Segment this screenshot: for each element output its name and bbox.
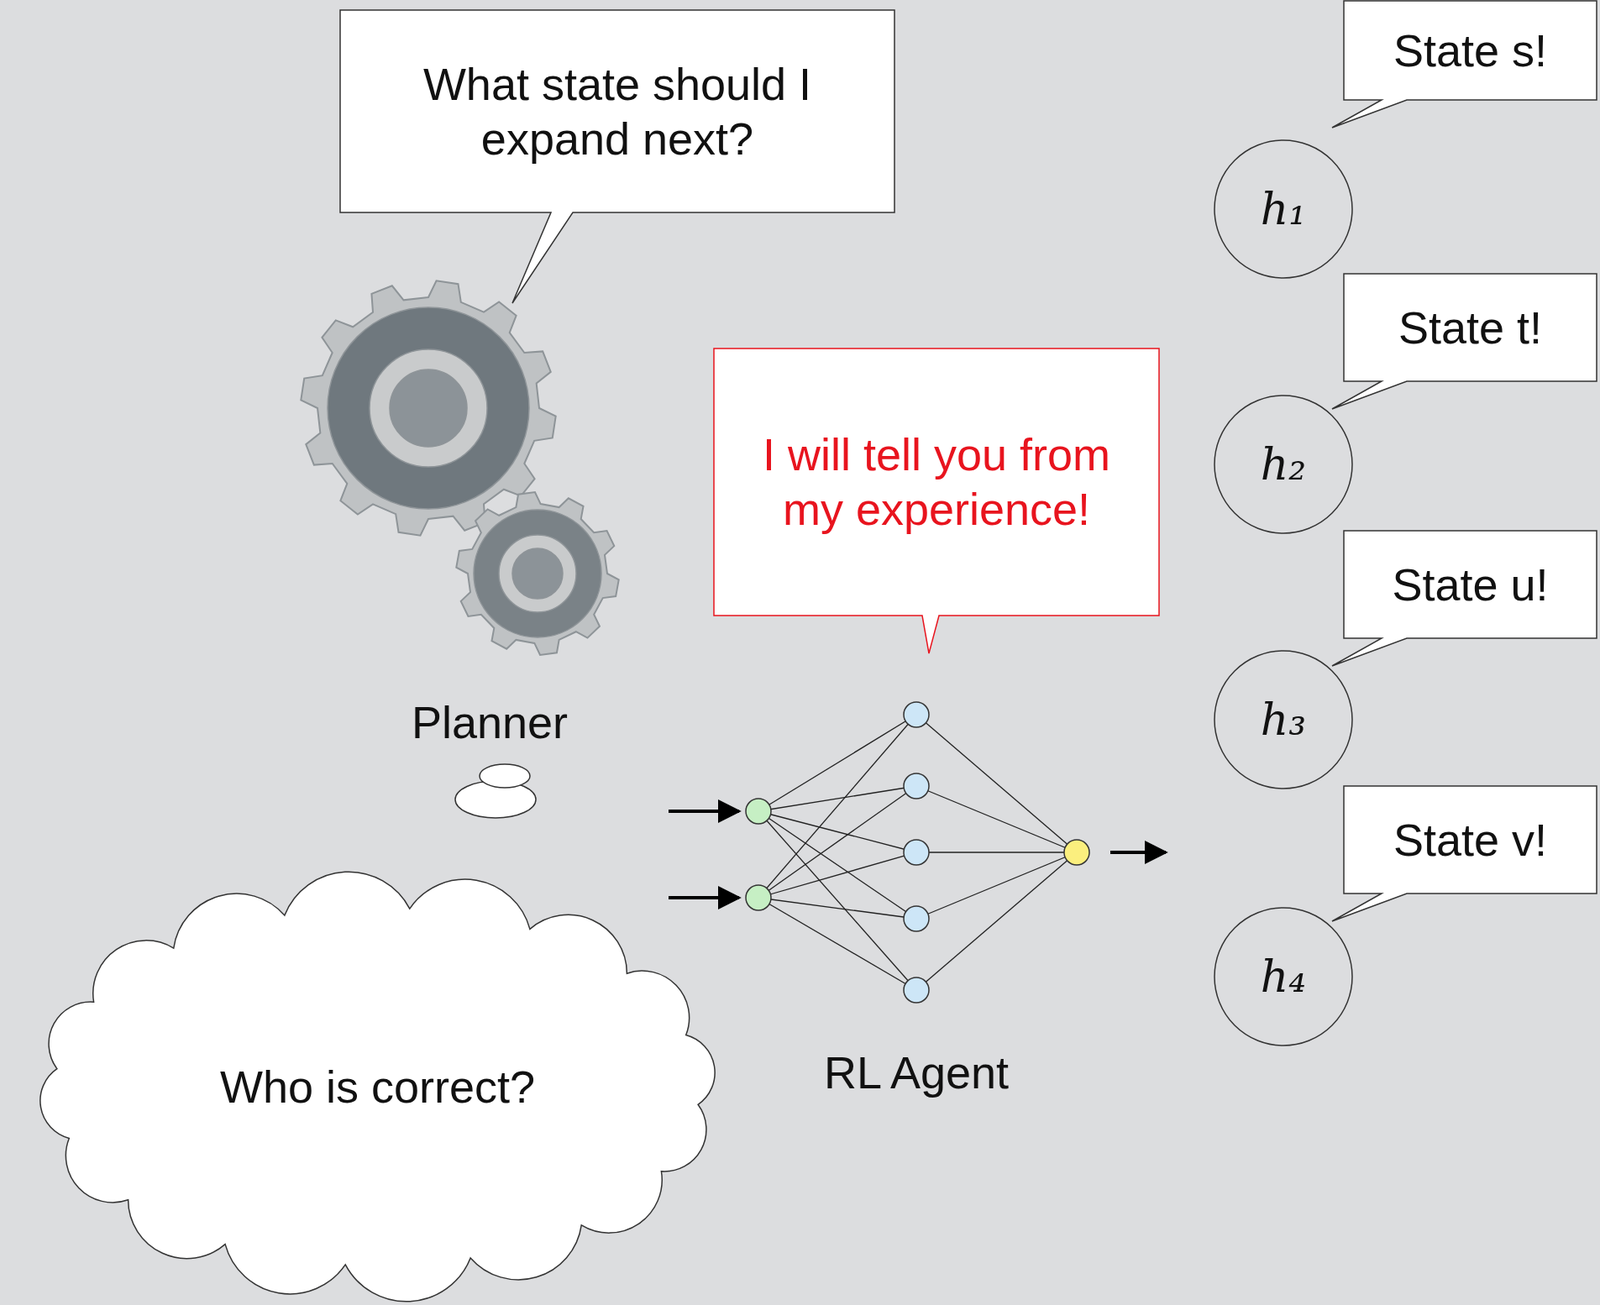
heuristic-name: h₂ — [1260, 438, 1307, 491]
gear-ring — [473, 509, 602, 638]
outline — [713, 348, 1160, 616]
neuron — [903, 839, 929, 866]
neuron — [903, 977, 929, 1003]
speech-text: Who is correct? — [220, 1059, 536, 1115]
neuron — [903, 702, 929, 728]
neuron — [1064, 839, 1090, 866]
network-weight — [758, 897, 917, 919]
cloud-outline — [40, 871, 715, 1302]
network-weight — [758, 714, 917, 812]
heuristic-name: h₁ — [1260, 183, 1307, 236]
network-weight — [758, 811, 917, 853]
gear-body — [456, 492, 619, 656]
component-label: RL Agent — [823, 1045, 1009, 1101]
gear — [456, 492, 619, 656]
heuristic-name: h₃ — [1260, 693, 1307, 746]
circle-outline — [1214, 907, 1353, 1046]
speech-bubble: What state should I expand next? — [340, 10, 895, 213]
network-weight — [916, 786, 1077, 853]
speech-text: State t! — [1398, 300, 1543, 356]
gear-ring — [369, 349, 488, 467]
gear-ring — [498, 535, 577, 613]
network-weight — [758, 852, 917, 898]
speech-bubble: State t! — [1343, 273, 1597, 382]
speech-bubble: State v! — [1343, 786, 1597, 894]
thought-bubble — [479, 764, 530, 788]
speech-bubble: State s! — [1343, 0, 1597, 100]
bubble-outline — [1332, 0, 1597, 128]
network-weight — [758, 897, 917, 991]
speech-text: What state should I expand next? — [355, 57, 880, 167]
heuristic-circle: h₄ — [1213, 907, 1354, 1047]
speech-bubble: I will tell you from my experience! — [713, 348, 1160, 616]
thought-bubbles — [455, 764, 536, 819]
network-weight — [758, 786, 917, 898]
network-weight — [758, 714, 917, 898]
speech-text: I will tell you from my experience! — [729, 427, 1144, 537]
network-weight — [916, 852, 1077, 919]
speech-text: State u! — [1391, 557, 1548, 613]
bubble-outline — [1332, 273, 1597, 410]
neuron — [745, 798, 772, 824]
gear-ring — [512, 548, 563, 599]
component-label: Planner — [411, 695, 568, 751]
network-weight — [758, 811, 917, 991]
network-weight — [916, 714, 1077, 853]
heuristic-circle: h₂ — [1213, 394, 1354, 535]
arrows — [668, 811, 1166, 898]
output-arrow — [1110, 850, 1166, 855]
network-weight — [758, 811, 917, 919]
bubble-outline — [340, 10, 895, 304]
gear-ring — [327, 307, 530, 509]
gear-ring — [389, 369, 467, 447]
network-weight — [916, 852, 1077, 991]
network-weight — [758, 786, 917, 812]
network-weight — [916, 851, 1077, 853]
speech-bubble: State u! — [1343, 530, 1597, 639]
heuristic-circle: h₃ — [1213, 650, 1354, 790]
heuristic-circle: h₁ — [1213, 139, 1354, 279]
speech-text: State v! — [1393, 813, 1548, 868]
heuristic-name: h₄ — [1260, 950, 1307, 1003]
bubble-outline — [713, 348, 1160, 654]
neuron — [745, 885, 772, 911]
circle-outline — [1214, 140, 1353, 279]
input-arrow — [668, 809, 740, 814]
bubble-outline — [1332, 530, 1597, 667]
neuron — [903, 906, 929, 932]
neuron — [903, 773, 929, 799]
circle-outline — [1214, 650, 1353, 789]
circle-outline — [1214, 395, 1353, 534]
gear-icon — [300, 280, 619, 656]
input-arrow — [668, 896, 740, 900]
thought-cloud: Who is correct? — [20, 872, 735, 1301]
outline — [340, 10, 895, 213]
speech-text: State s! — [1393, 23, 1548, 79]
bubble-outline — [1332, 786, 1597, 922]
neural-network — [745, 702, 1090, 1003]
